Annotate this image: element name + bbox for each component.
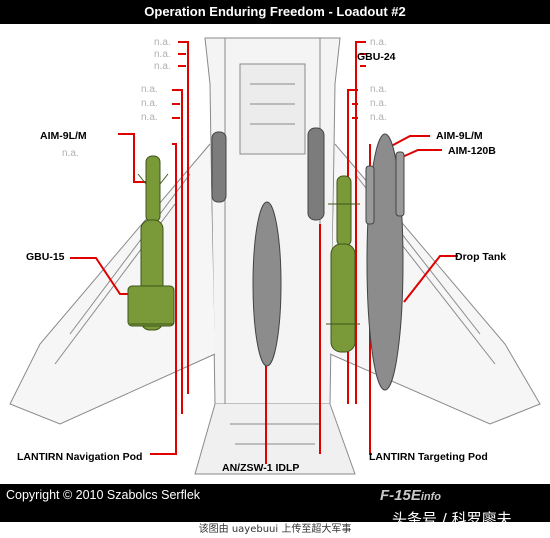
na-label: n.a. [154,37,171,48]
footer-bar [0,484,550,522]
aim-120b-label: AIM-120B [448,145,496,157]
idlp-label: AN/ZSW-1 IDLP [222,462,300,474]
diagram-title: Operation Enduring Freedom - Loadout #2 [0,0,550,24]
loadout-diagram [9,37,541,475]
aim-120-right [395,151,405,217]
gbu-24-store [326,175,360,353]
drop-tank [366,133,404,391]
brand-logo: F-15Einfo [380,487,441,504]
na-label: n.a. [370,98,387,109]
na-label: n.a. [154,61,171,72]
aim-9-right-label: AIM-9L/M [436,130,483,142]
lantirn-navigation-pod-label: LANTIRN Navigation Pod [17,451,143,463]
na-label: n.a. [370,112,387,123]
lantirn-targeting-pod [307,127,325,221]
na-label: n.a. [141,112,158,123]
aim-9-left-label: AIM-9L/M [40,130,87,142]
lantirn-targeting-pod-label: LANTIRN Targeting Pod [369,451,488,463]
copyright-text: Copyright © 2010 Szabolcs Serflek [6,488,201,502]
drop-tank-label: Drop Tank [455,251,507,263]
left-wing-lower-label: n.a. [62,148,79,159]
centerline-pod [252,201,282,367]
na-label: n.a. [370,84,387,95]
aim-9-right [365,165,375,225]
lantirn-navigation-pod [211,131,227,203]
na-label: n.a. [141,98,158,109]
brand-main: F-15E [380,487,421,504]
na-label: n.a. [154,49,171,60]
watermark-text: 该图由 uayebuui 上传至超大军事 [0,522,550,538]
na-label: n.a. [370,37,387,48]
na-label: n.a. [141,84,158,95]
brand-suffix: info [420,491,442,503]
gbu-15-label: GBU-15 [26,251,65,263]
gbu-15-store [127,155,175,331]
gbu-24-label: GBU-24 [357,51,396,63]
leader-lines-left [70,41,189,455]
